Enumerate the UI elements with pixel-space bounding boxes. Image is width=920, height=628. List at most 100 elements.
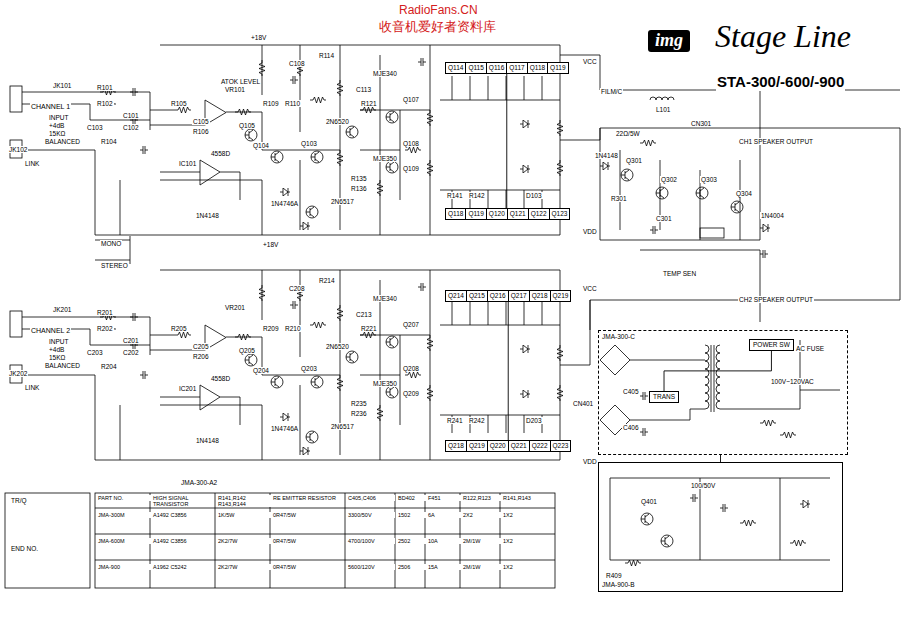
schematic-rect (5, 493, 90, 588)
component-label: R105 (170, 100, 188, 107)
table-cell: 1X2 (502, 512, 554, 518)
node-text: Q116 (487, 63, 507, 73)
table-cell: 15A (427, 564, 461, 570)
schematic-use (760, 420, 776, 426)
schematic-rect (700, 228, 724, 238)
schematic-use (760, 224, 770, 232)
component-label: R221 (360, 325, 378, 332)
component-label: D103 (525, 192, 543, 199)
transistor-bank: Q214Q215Q216Q217Q218Q219 (445, 290, 571, 302)
component-label: Q109 (402, 165, 420, 172)
component-label: VDD (582, 458, 598, 465)
component-label: R109 (262, 100, 280, 107)
component-label: CH1 SPEAKER OUTPUT (738, 138, 814, 145)
node-text: Q119 (466, 209, 486, 219)
component-label: BALANCED (44, 138, 81, 145)
component-label: +4dB (48, 122, 65, 129)
table-cell: 2M/1W (462, 564, 502, 570)
node-text: JMA-900-B (602, 581, 635, 589)
node-text: Q118 (446, 209, 466, 219)
node-text: Q219 (551, 291, 571, 301)
component-label: ATOK LEVEL (220, 78, 261, 85)
component-label: C103 (86, 124, 104, 131)
component-label: Q207 (402, 321, 420, 328)
component-label: 22Ω/5W (615, 130, 641, 137)
schematic-use (720, 504, 728, 512)
node-text: TRANS (653, 393, 675, 400)
component-label: R102 (96, 100, 114, 107)
schematic-rect (95, 493, 555, 588)
component-label: JK101 (52, 82, 72, 89)
table-cell: A1492 C3856 (152, 538, 214, 544)
table-cell: 4700/100V (347, 538, 395, 544)
table-cell: R141,R142 R143,R144 (217, 495, 271, 507)
schematic-use (760, 250, 768, 258)
schematic-use (600, 162, 610, 170)
component-label: C301 (655, 215, 673, 222)
component-label: VCC (582, 285, 598, 292)
node-text: Q117 (507, 63, 527, 73)
component-label: C101 (122, 112, 140, 119)
node-text: Q221 (509, 441, 530, 451)
table-cell: PART NO. (97, 495, 151, 501)
component-label: R206 (192, 353, 210, 360)
switch-box: POWER SW (749, 339, 794, 351)
component-label: +18V (262, 241, 279, 248)
component-label: R141 (446, 192, 464, 199)
table-cell: R122,R123 (462, 495, 502, 501)
control-board: JMA-900-B (598, 462, 843, 592)
schematic-use (731, 201, 743, 213)
node-text: Q119 (548, 63, 567, 73)
table-cell: A1962 C5242 (152, 564, 214, 570)
node-text: Q218 (446, 441, 467, 451)
table-cell: 10A (427, 538, 461, 544)
component-label: CH2 SPEAKER OUTPUT (738, 296, 814, 303)
component-label: FILM/C (600, 88, 623, 95)
component-label: R136 (350, 185, 368, 192)
table-cell: JMA-300M (97, 512, 151, 518)
table-cell: 2K2/7W (217, 564, 271, 570)
node-text: Q219 (467, 441, 488, 451)
component-label: D203 (525, 417, 543, 424)
schematic-use (780, 432, 796, 438)
transformer-box: TRANS (649, 391, 679, 403)
node-text: Q220 (488, 441, 509, 451)
wire-connector (664, 351, 771, 391)
component-label: MONO (100, 240, 122, 247)
schematic-use (640, 140, 656, 146)
component-label: R202 (96, 325, 114, 332)
table-cell: 3300/50V (347, 512, 395, 518)
component-label: JMA-300-A2 (180, 479, 218, 486)
component-label: MJE350 (372, 380, 398, 387)
component-label: C205 (192, 343, 210, 350)
watermark: RadioFans.CN (398, 4, 479, 17)
component-label: Q104 (252, 142, 270, 149)
schematic-path (705, 345, 709, 409)
component-label: C105 (192, 118, 210, 125)
component-label: R110 (284, 100, 301, 107)
component-label: 1N4148 (195, 212, 220, 219)
component-label: 2N6520 (325, 118, 350, 125)
schematic-path (610, 478, 830, 560)
component-label: R135 (350, 175, 368, 182)
schematic-use (790, 540, 806, 546)
component-label: C102 (122, 124, 140, 131)
node-text: Q123 (550, 209, 570, 219)
component-label: VCC (582, 58, 598, 65)
component-label: JK102 (8, 146, 28, 153)
node-text: img (655, 30, 683, 50)
component-label: CHANNEL 1 (30, 103, 71, 111)
component-label: R236 (350, 410, 368, 417)
schematic-use (650, 226, 658, 234)
wire-connector (720, 455, 721, 462)
schematic-use (656, 187, 668, 199)
table-cell: 2M/1W (462, 538, 502, 544)
component-label: MJE340 (372, 295, 398, 302)
schematic-path (560, 55, 900, 365)
component-label: R121 (360, 100, 378, 107)
component-label: Q209 (402, 390, 420, 397)
node-text: Q122 (529, 209, 550, 219)
wire-connector (506, 74, 507, 208)
schematic-path (95, 493, 555, 588)
schematic-use (800, 500, 810, 508)
